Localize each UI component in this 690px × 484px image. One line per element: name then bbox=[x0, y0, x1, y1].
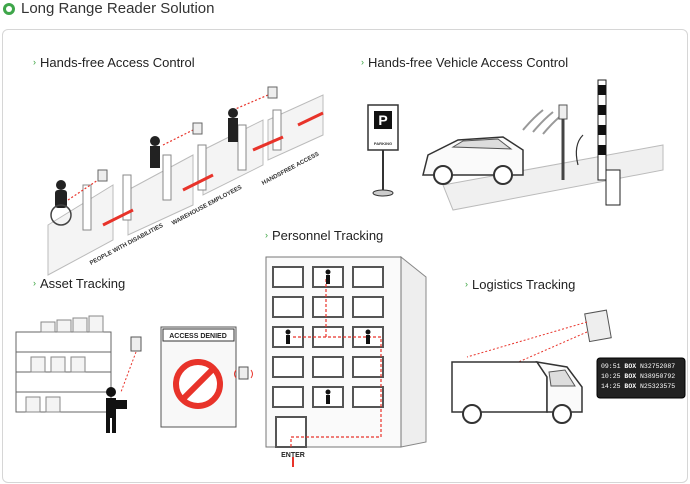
section-label-hands-free-access: ›Hands-free Access Control bbox=[33, 55, 195, 70]
page-title: Long Range Reader Solution bbox=[21, 0, 215, 17]
section-label-asset-tracking: ›Asset Tracking bbox=[33, 276, 126, 291]
display-row: 10:25 BOX N38950792 bbox=[601, 373, 676, 380]
bullet-arrow-icon: › bbox=[465, 279, 468, 289]
bullet-arrow-icon: › bbox=[33, 278, 36, 288]
section-label-vehicle-access: ›Hands-free Vehicle Access Control bbox=[361, 55, 569, 70]
logistics-display bbox=[596, 357, 686, 399]
title-bar: Long Range Reader Solution bbox=[0, 0, 690, 22]
hands-free-access-illustration: PEOPLE WITH DISABILITIES WAREHOUSE EMPLO… bbox=[47, 86, 324, 276]
solutions-panel: ›Hands-free Access Control PEO bbox=[2, 29, 688, 483]
logistics-display-text: 09:51 BOX N32752087 10:25 BOX N38950792 … bbox=[601, 362, 687, 400]
personnel-tracking-illustration: ENTER bbox=[265, 255, 427, 467]
display-row: 09:51 BOX N32752087 bbox=[601, 363, 676, 370]
parking-sign-text: PARKING bbox=[374, 141, 392, 146]
bullet-arrow-icon: › bbox=[265, 230, 268, 240]
enter-label: ENTER bbox=[281, 452, 305, 459]
vehicle-access-illustration: P PARKING bbox=[367, 79, 664, 211]
circle-bullet-icon bbox=[3, 3, 15, 15]
display-row: 14:25 BOX N25323575 bbox=[601, 383, 676, 390]
asset-tracking-illustration: ACCESS DENIED bbox=[15, 315, 253, 433]
logistics-tracking-illustration bbox=[451, 309, 686, 424]
bullet-arrow-icon: › bbox=[361, 57, 364, 67]
door-sign-text: ACCESS DENIED bbox=[169, 333, 227, 340]
section-label-personnel-tracking: ›Personnel Tracking bbox=[265, 228, 384, 243]
parking-sign-letter: P bbox=[378, 112, 387, 128]
bullet-arrow-icon: › bbox=[33, 57, 36, 67]
section-label-logistics-tracking: ›Logistics Tracking bbox=[465, 277, 576, 292]
